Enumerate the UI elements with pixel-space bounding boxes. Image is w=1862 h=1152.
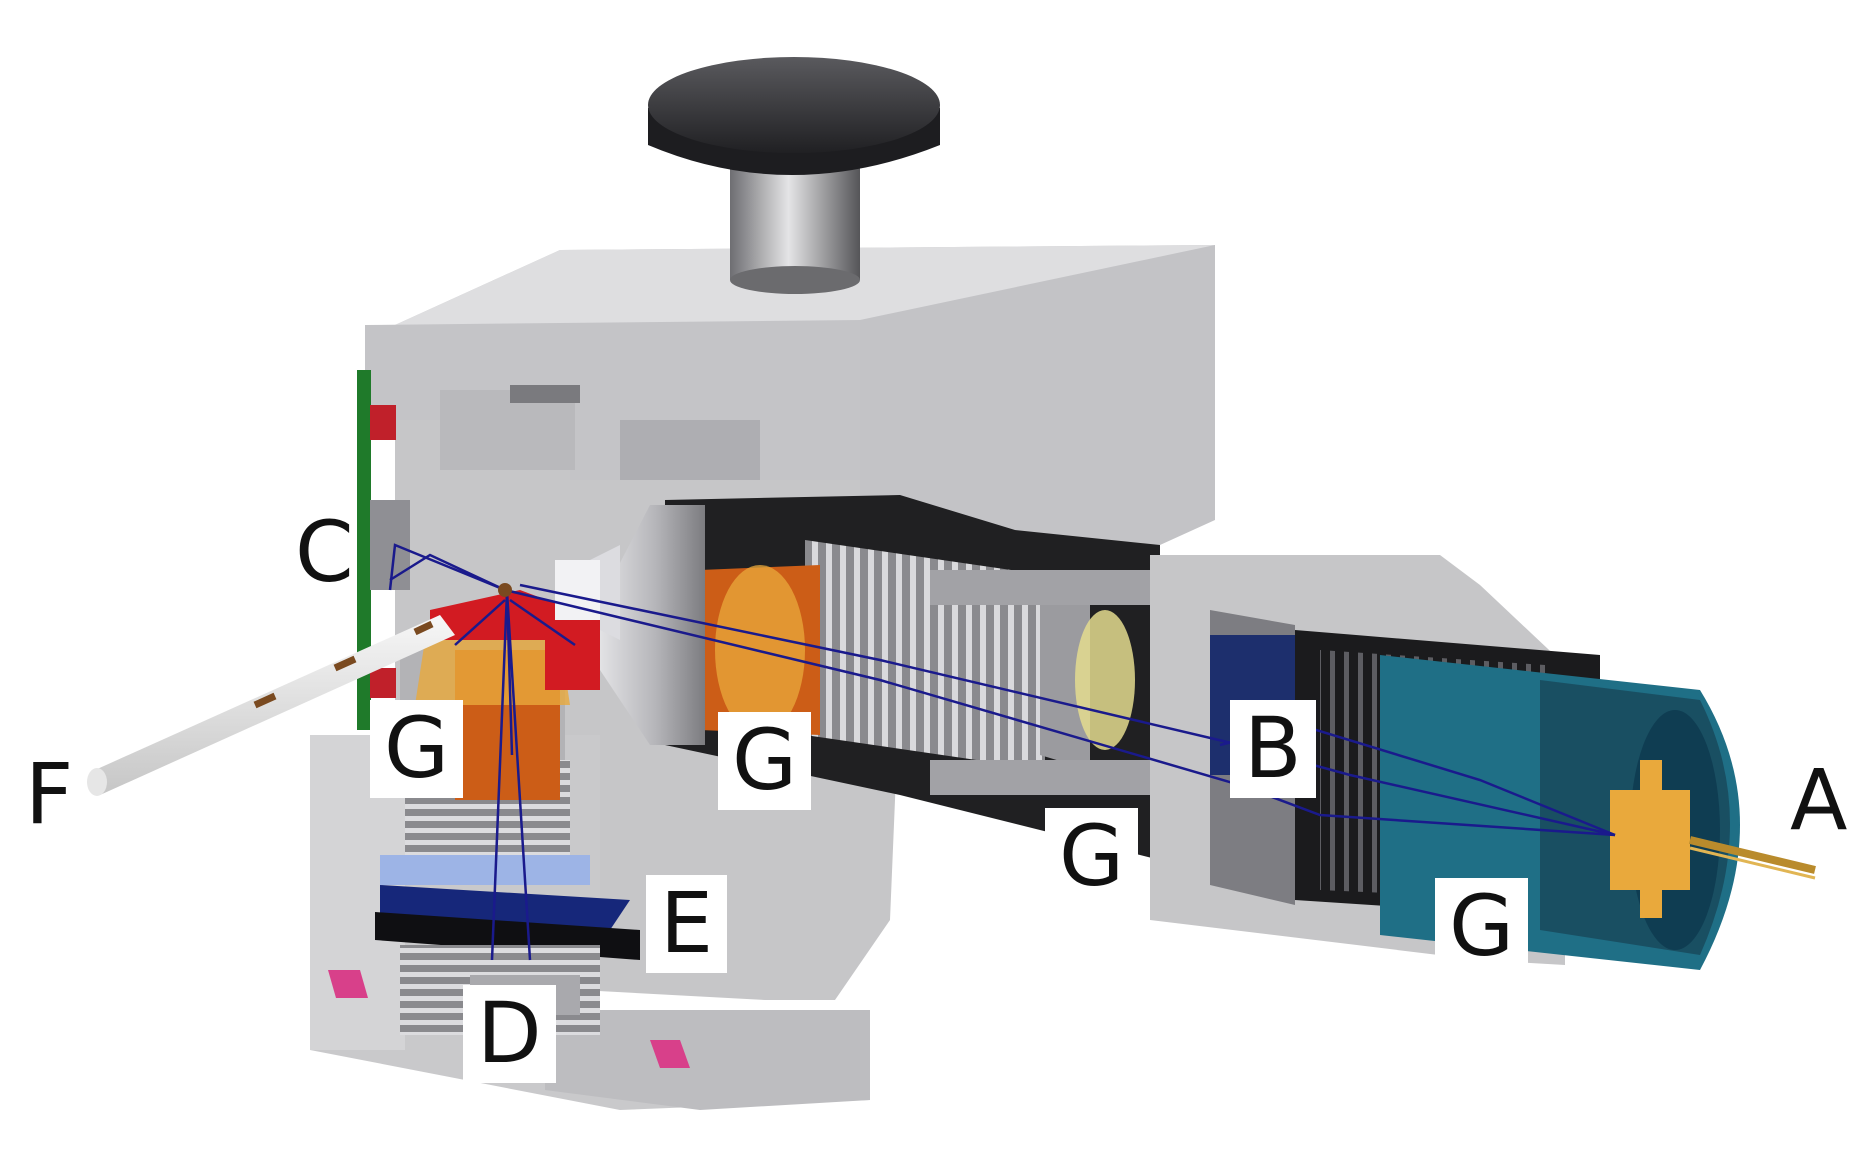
label-c: C	[295, 503, 354, 601]
label-a: A	[1790, 751, 1848, 849]
label-b: B	[1230, 700, 1316, 798]
right-tube-assembly	[1150, 555, 1816, 970]
label-g-right: G	[1435, 878, 1529, 976]
top-knob	[648, 57, 940, 294]
label-g-vertical: G	[370, 700, 464, 798]
focal-point-marker	[498, 583, 512, 597]
label-g-middle: G	[1045, 808, 1139, 906]
label-f: F	[25, 745, 74, 843]
label-d: D	[463, 985, 556, 1083]
label-e: E	[646, 875, 728, 973]
label-g-barrel: G	[718, 712, 812, 810]
tube-f	[87, 615, 455, 796]
